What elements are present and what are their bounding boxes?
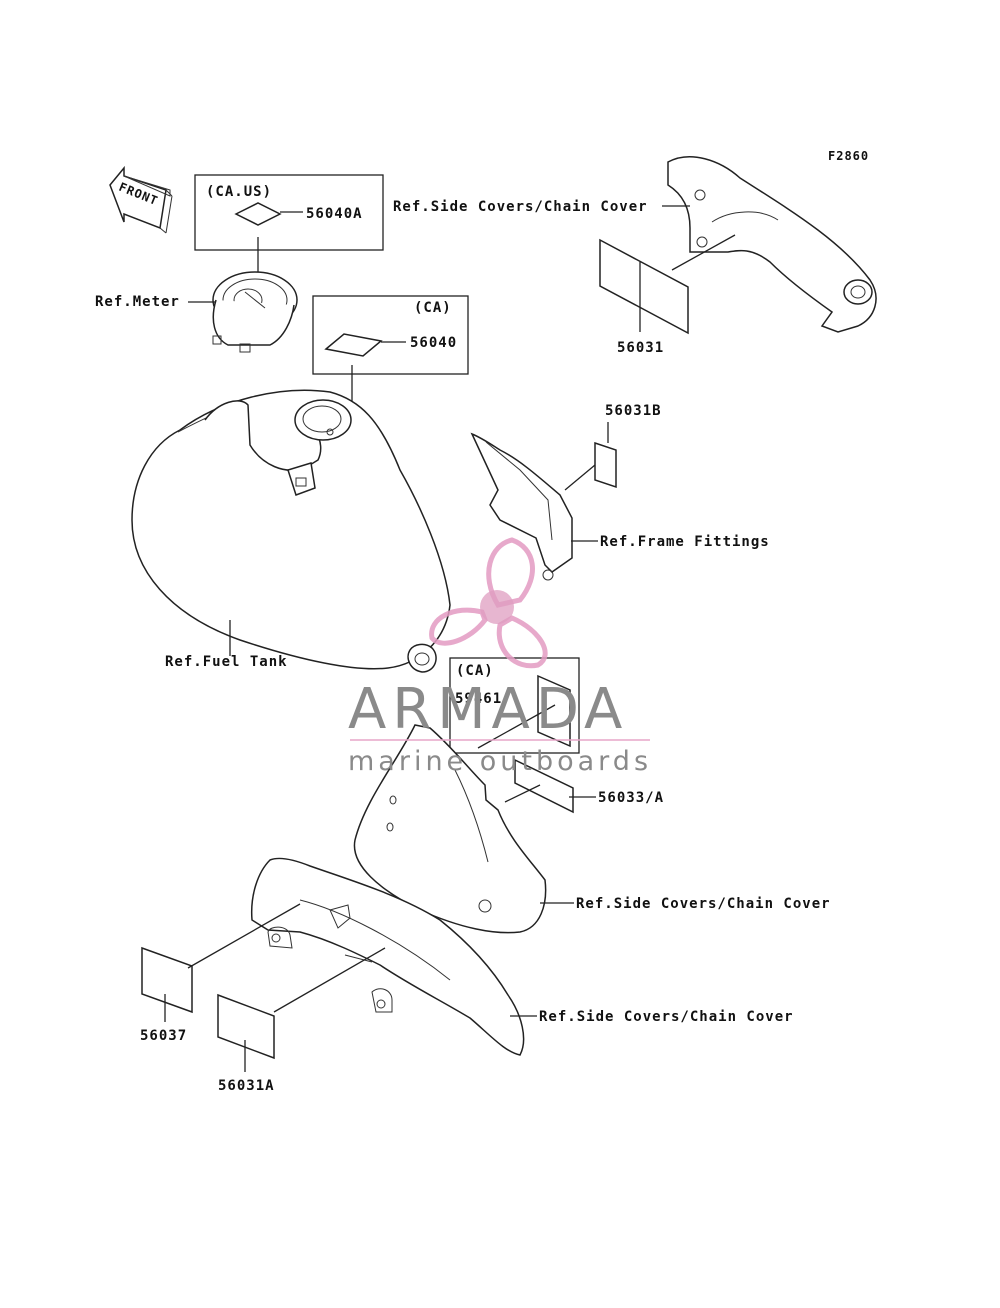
- part-56031A: 56031A: [218, 1078, 275, 1094]
- part-59461: 59461: [455, 691, 502, 707]
- sticker-56031B: [594, 441, 617, 489]
- part-56040A: 56040A: [306, 206, 363, 222]
- figure-code: F2860: [828, 149, 869, 163]
- fuel-tank-part: [131, 389, 451, 673]
- sticker-56031A: [217, 993, 275, 1060]
- box-56040: (CA) 56040: [312, 295, 469, 375]
- ca-label-2: (CA): [456, 663, 494, 679]
- frame-fitting-part: [470, 432, 573, 581]
- sticker-56031: [599, 238, 689, 335]
- ref-fuel-tank: Ref.Fuel Tank: [165, 654, 288, 670]
- box-59461: (CA) 59461: [449, 657, 580, 754]
- side-cover-middle-part: [353, 724, 547, 934]
- watermark-brand: ARMADA: [348, 677, 628, 742]
- side-cover-upper-part: [667, 156, 877, 333]
- part-56040: 56040: [410, 335, 457, 351]
- box-56040A: (CA.US) 56040A: [194, 174, 384, 251]
- label-56040-shape: [324, 333, 383, 357]
- part-56031B: 56031B: [605, 403, 662, 419]
- label-59461-shape: [537, 674, 571, 748]
- front-arrow-icon: FRONT: [109, 165, 173, 234]
- part-56037: 56037: [140, 1028, 187, 1044]
- meter-part: [212, 271, 298, 353]
- ref-frame-fittings: Ref.Frame Fittings: [600, 534, 770, 550]
- ref-side-covers-2: Ref.Side Covers/Chain Cover: [576, 896, 831, 912]
- part-56033A: 56033/A: [598, 790, 664, 806]
- ca-label-1: (CA): [414, 300, 452, 316]
- ref-meter: Ref.Meter: [95, 294, 180, 310]
- sticker-56033A: [514, 758, 574, 814]
- propeller-logo-icon: [429, 537, 548, 669]
- ref-side-covers-3: Ref.Side Covers/Chain Cover: [539, 1009, 794, 1025]
- part-56031: 56031: [617, 340, 664, 356]
- label-56040A-shape: [234, 202, 282, 226]
- ca-us-label: (CA.US): [206, 184, 272, 200]
- ref-side-covers-1: Ref.Side Covers/Chain Cover: [393, 199, 648, 215]
- watermark-tagline: marine outboards: [348, 746, 652, 777]
- sticker-56037: [141, 946, 193, 1014]
- armada-watermark: ARMADA marine outboards: [348, 537, 652, 777]
- chain-cover-lower-part: [250, 857, 525, 1056]
